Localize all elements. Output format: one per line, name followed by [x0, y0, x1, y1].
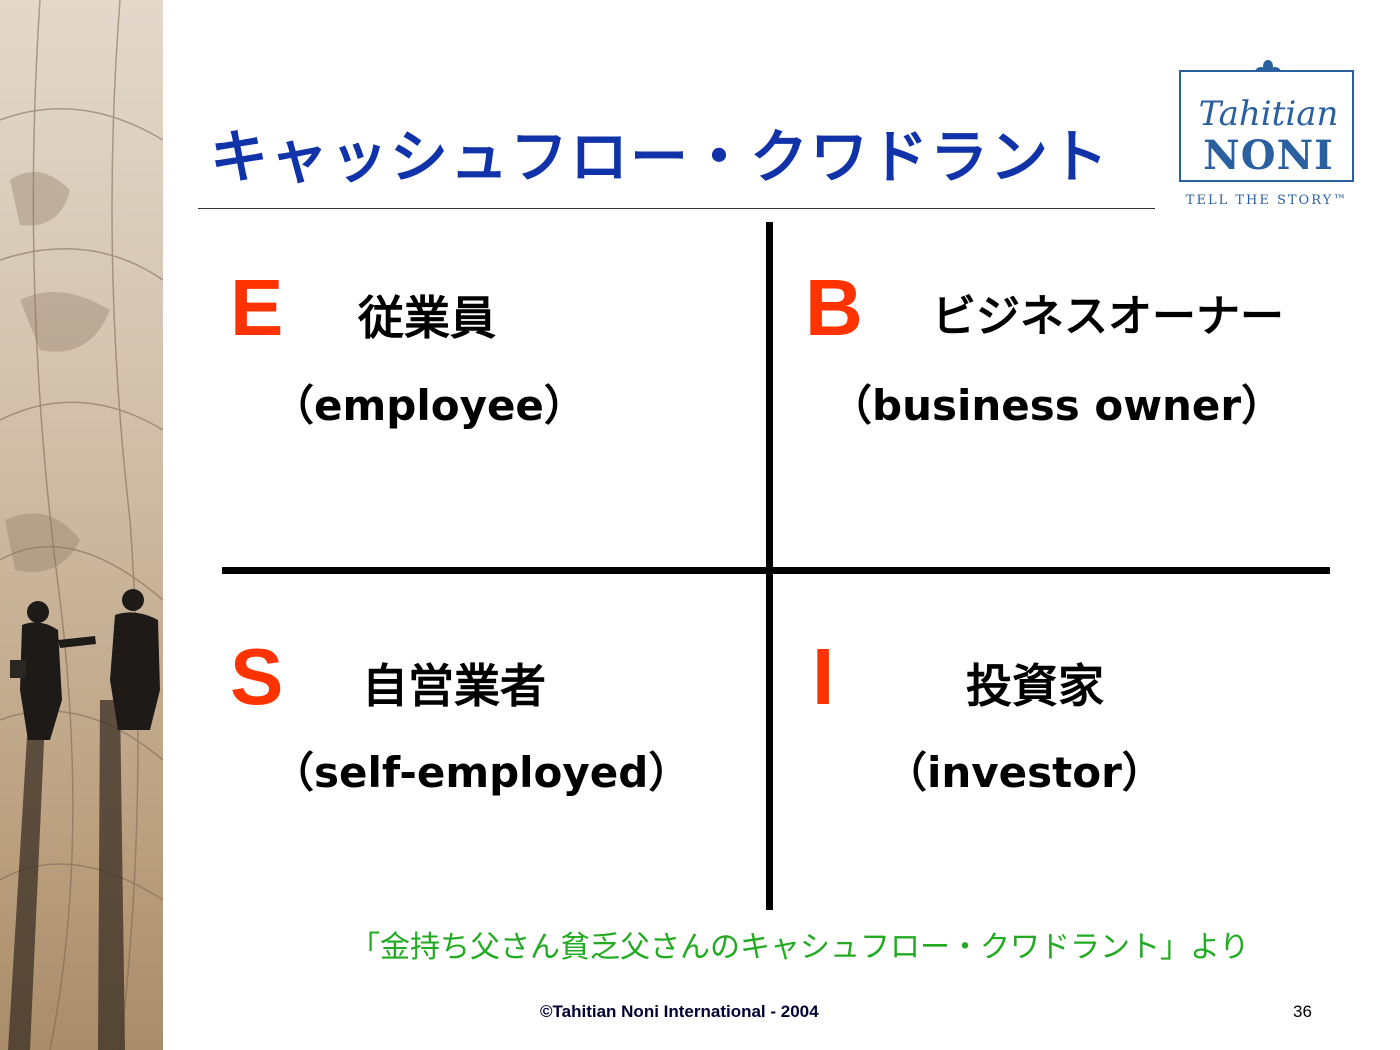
quadrant-english-label: （employee）: [272, 381, 586, 430]
quadrant-letter: I: [812, 632, 835, 721]
source-citation: 「金持ち父さん貧乏父さんのキャシュフロー・クワドラント」より: [350, 930, 1250, 965]
decorative-photo: [0, 0, 163, 1050]
quadrant-letter: B: [805, 263, 863, 352]
page-number: 36: [1293, 1002, 1312, 1021]
logo-script-text: Tahitian: [1198, 94, 1339, 134]
quadrant-japanese-label: 投資家: [966, 659, 1104, 713]
quadrant-letter: E: [230, 263, 284, 352]
quadrant-horizontal-divider: [222, 567, 1330, 574]
quadrant-vertical-divider: [766, 222, 773, 910]
quadrant-english-label: （self-employed）: [272, 748, 691, 797]
quadrant-letter: S: [230, 632, 284, 721]
copyright-footer: ©Tahitian Noni International - 2004: [540, 1002, 819, 1021]
logo-tagline: TELL THE STORY™: [1185, 193, 1349, 208]
logo-wordmark: NONI: [1203, 132, 1334, 179]
slide-title: キャッシュフロー・クワドラント: [210, 123, 1111, 191]
quadrant-japanese-label: ビジネスオーナー: [932, 291, 1284, 342]
title-divider: [198, 208, 1155, 209]
quadrant-japanese-label: 従業員: [358, 291, 496, 345]
quadrant-english-label: （business owner）: [830, 381, 1284, 430]
quadrant-japanese-label: 自営業者: [362, 659, 546, 713]
quadrant-english-label: （investor）: [885, 748, 1164, 797]
tahitian-noni-logo: Tahitian NONI TELL THE STORY™: [1177, 60, 1357, 220]
logo-frame: Tahitian NONI: [1179, 70, 1354, 182]
